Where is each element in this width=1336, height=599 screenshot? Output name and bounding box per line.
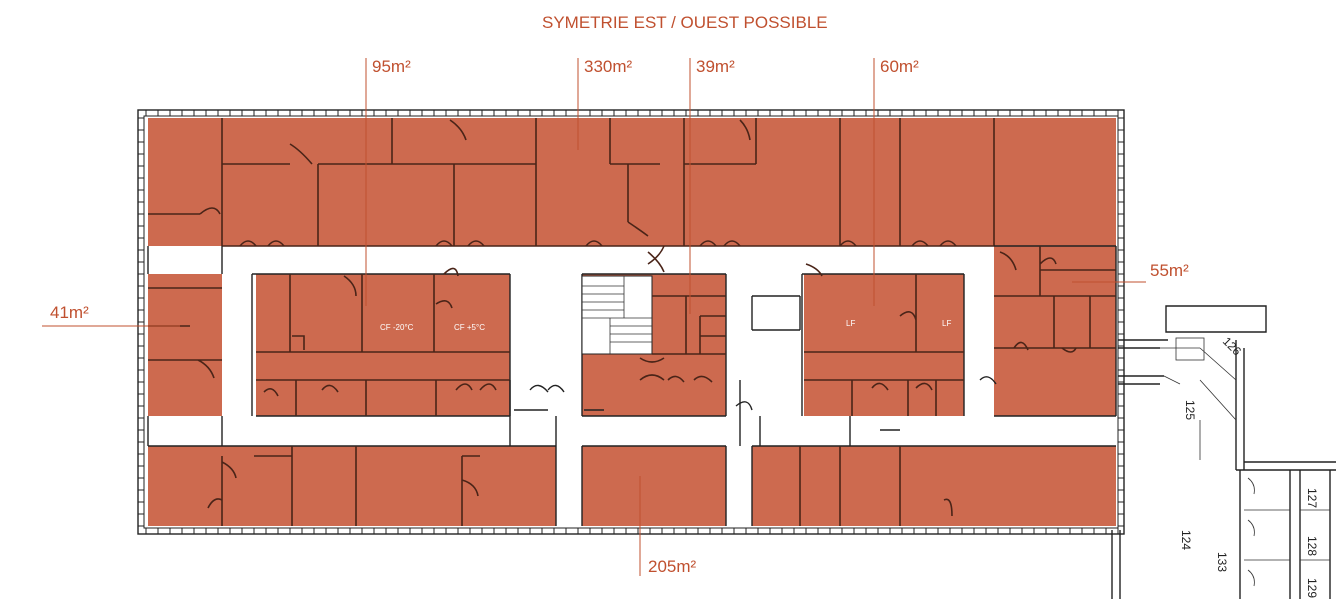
leader-lines [42, 58, 1146, 576]
walls-north [148, 118, 995, 247]
area-label-60: 60m² [880, 57, 919, 76]
zone-north-band [148, 118, 1116, 246]
zone-west-41 [148, 274, 222, 416]
zone-south-west [148, 446, 556, 526]
area-label-95: 95m² [372, 57, 411, 76]
adjacent-building [1111, 337, 1336, 599]
walls-corridor [147, 245, 1117, 526]
zone-east-55 [994, 246, 1116, 416]
room-number-126: 126 [1220, 334, 1244, 358]
plan-title: SYMETRIE EST / OUEST POSSIBLE [542, 13, 828, 32]
room-number-124: 124 [1179, 530, 1193, 550]
room-number-125: 125 [1183, 400, 1197, 420]
zone-south-east [752, 446, 1116, 526]
room-label-cf-minus20: CF -20°C [380, 323, 414, 332]
walls-west [148, 287, 222, 379]
area-label-330: 330m² [584, 57, 633, 76]
walls-lf [804, 263, 964, 416]
stairs [581, 245, 726, 383]
room-number-133: 133 [1215, 552, 1229, 572]
room-label-lf-1: LF [846, 319, 855, 328]
area-label-39: 39m² [696, 57, 735, 76]
room-label-cf-plus5: CF +5°C [454, 323, 485, 332]
zone-lf-60 [804, 274, 964, 416]
room-number-129: 129 [1305, 578, 1319, 598]
window-ticks [138, 110, 1124, 534]
room-number-128: 128 [1305, 536, 1319, 556]
area-label-41: 41m² [50, 303, 89, 322]
room-label-lf-2: LF [942, 319, 951, 328]
walls-east [994, 246, 1116, 353]
area-label-205: 205m² [648, 557, 697, 576]
room-number-127: 127 [1305, 488, 1319, 508]
zone-south-center [582, 446, 726, 526]
walls-south [207, 376, 997, 526]
zone-cold-rooms [256, 274, 510, 416]
walls-cold-rooms [256, 267, 510, 416]
area-label-55: 55m² [1150, 261, 1189, 280]
walls-misc [751, 295, 1267, 333]
building-outline [137, 109, 1125, 535]
